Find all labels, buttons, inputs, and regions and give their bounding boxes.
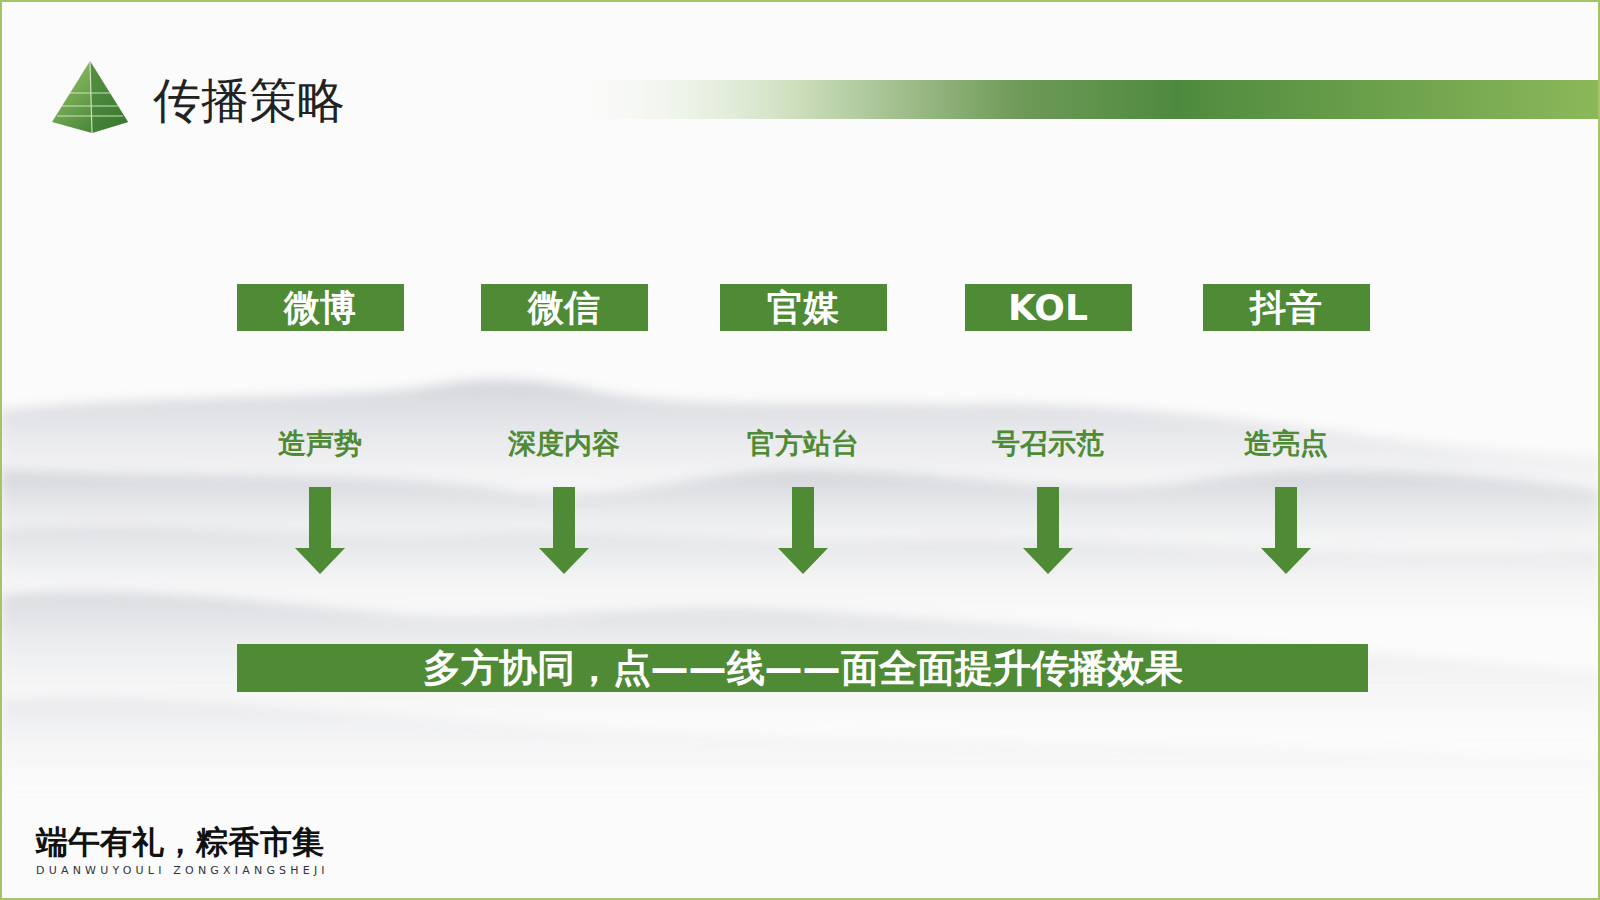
arrow-shaft: [553, 487, 575, 548]
channel-box: 微信深度内容: [481, 284, 648, 461]
arrow-head: [1261, 548, 1311, 574]
channel-role: 官方站台: [747, 427, 859, 461]
brand-slogan: 端午有礼，粽香市集: [36, 822, 324, 862]
flow-arrow: [1261, 487, 1311, 574]
slide-title: 传播策略: [153, 70, 345, 130]
brand-pinyin: DUANWUYOULI ZONGXIANGSHEJI: [36, 864, 329, 878]
flow-arrow: [1023, 487, 1073, 574]
arrow-head: [1023, 548, 1073, 574]
arrow-head: [778, 548, 828, 574]
arrow-head: [295, 548, 345, 574]
channel-box: 微博造声势: [237, 284, 404, 461]
channel-role: 造声势: [278, 427, 362, 461]
channel-name: 官媒: [720, 284, 887, 331]
summary-band: 多方协同，点——线——面全面提升传播效果: [237, 644, 1368, 692]
channel-name: 微博: [237, 284, 404, 331]
arrow-shaft: [1037, 487, 1059, 548]
channel-name: KOL: [965, 284, 1132, 331]
summary-text: 多方协同，点——线——面全面提升传播效果: [237, 644, 1368, 692]
arrow-shaft: [309, 487, 331, 548]
title-bar: [541, 80, 1600, 119]
channel-box: 官媒官方站台: [720, 284, 887, 461]
channel-role: 造亮点: [1244, 427, 1328, 461]
channel-name: 抖音: [1203, 284, 1370, 331]
arrow-head: [539, 548, 589, 574]
channel-role: 号召示范: [992, 427, 1104, 461]
arrow-shaft: [1275, 487, 1297, 548]
channel-box: 抖音造亮点: [1203, 284, 1370, 461]
channel-box: KOL 号召示范: [965, 284, 1132, 461]
zongzi-icon: [52, 61, 128, 133]
flow-arrow: [295, 487, 345, 574]
flow-arrow: [539, 487, 589, 574]
channel-role: 深度内容: [508, 427, 620, 461]
flow-arrow: [778, 487, 828, 574]
channel-name: 微信: [481, 284, 648, 331]
arrow-shaft: [792, 487, 814, 548]
